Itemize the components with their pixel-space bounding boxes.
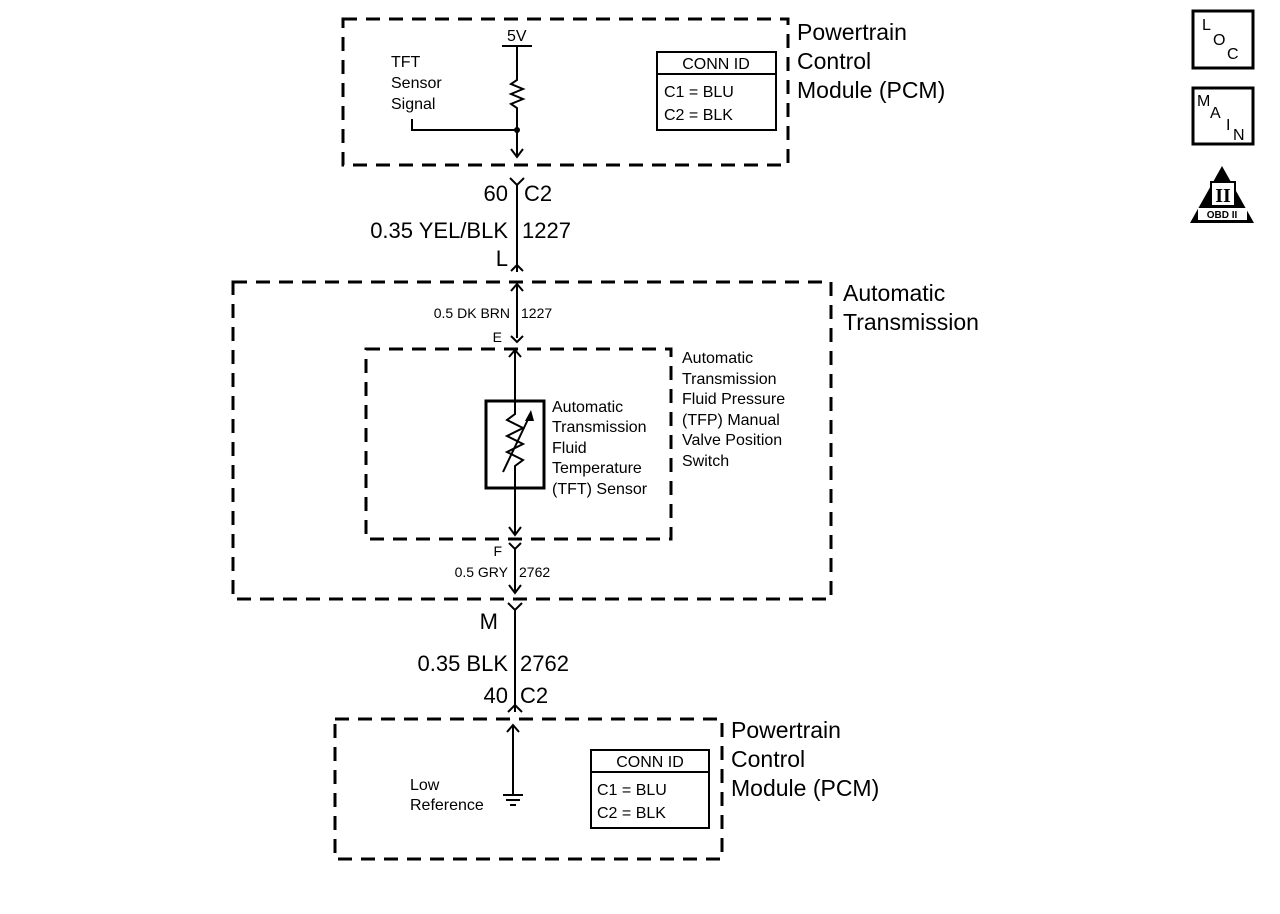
loc-letter: C (1227, 46, 1239, 63)
tft-sensor-label-line1: Automatic (552, 399, 623, 416)
obd-ii-numeral-plate (1210, 181, 1236, 207)
wire-gauge-color-lower: 0.35 BLK (417, 651, 508, 676)
conn-id-row: C2 = BLK (664, 107, 733, 124)
pcm-bottom-conn-id-table: CONN ID C1 = BLU C2 = BLK (590, 749, 710, 829)
tft-signal-label-line1: TFT (391, 54, 421, 71)
pcm-top-boundary (341, 17, 790, 167)
circuit-number-upper: 1227 (522, 218, 571, 243)
case-exit-arrow-icon (508, 584, 522, 595)
wire-gauge-color-upper: 0.35 YEL/BLK (370, 218, 508, 243)
tfp-switch-label-line1: Automatic (682, 350, 753, 367)
pcm-pin-60: 60 (484, 181, 508, 206)
pcm-top-title-line3: Module (PCM) (797, 77, 945, 103)
pullup-resistor-icon (508, 76, 526, 112)
sensor-bottom-arrow-icon (508, 526, 522, 537)
pcm-top-title-line2: Control (797, 48, 871, 74)
upper-harness-wire: 60 C2 0.35 YEL/BLK 1227 L (370, 177, 571, 272)
circuit-number-inner-top: 1227 (521, 305, 552, 321)
terminal-f: F (493, 543, 502, 559)
loc-icon[interactable] (1191, 9, 1255, 70)
transmission-title-line2: Transmission (843, 309, 979, 335)
connector-f-symbol (508, 542, 522, 551)
pcm-bottom-module: Powertrain Control Module (PCM) Low Refe… (333, 717, 879, 861)
pcm-top-output-arrow-icon (510, 148, 524, 159)
tft-signal-label-line3: Signal (391, 96, 435, 113)
wire-gauge-color-inner-bottom: 0.5 GRY (455, 564, 509, 580)
main-letter: M (1197, 93, 1210, 110)
connector-c2-top-symbol (509, 177, 525, 187)
connector-m-symbol (507, 602, 523, 612)
automatic-transmission-assembly: Automatic Transmission 0.5 DK BRN 1227 E… (231, 280, 979, 601)
tft-sensor-label-line5: (TFT) Sensor (552, 481, 648, 498)
main-icon[interactable] (1191, 86, 1255, 146)
thermistor-variable-arrow (502, 412, 532, 473)
pcm-connector-c2: C2 (524, 181, 552, 206)
obd-ii-label-plate (1198, 208, 1247, 220)
conn-id-row: C1 = BLU (664, 84, 734, 101)
pcm-pin-40: 40 (484, 683, 508, 708)
conn-id-row: C1 = BLU (597, 782, 667, 799)
supply-voltage-label: 5V (507, 28, 527, 45)
pcm-bottom-title-line1: Powertrain (731, 717, 841, 743)
tfp-switch-label-line4: (TFP) Manual (682, 412, 780, 429)
low-reference-label-line2: Reference (410, 797, 484, 814)
terminal-l: L (496, 246, 508, 271)
main-letter: I (1226, 117, 1230, 134)
tft-sensor-label-line3: Fluid (552, 440, 587, 457)
tfp-switch-label-line3: Fluid Pressure (682, 391, 785, 408)
obd-ii-numeral: II (1215, 185, 1231, 207)
transmission-title-line1: Automatic (843, 280, 945, 306)
loc-letter: O (1213, 32, 1225, 49)
pcm-bottom-boundary (333, 717, 724, 861)
pcm-connector-c2-lower: C2 (520, 683, 548, 708)
case-entry-arrow-icon (510, 282, 524, 292)
tfp-switch-label-line6: Switch (682, 453, 729, 470)
lower-harness-wire: M 0.35 BLK 2762 40 C2 (417, 602, 569, 713)
obd-ii-label: OBD II (1207, 210, 1238, 221)
pcm-bottom-title-line2: Control (731, 746, 805, 772)
tft-signal-label-line2: Sensor (391, 75, 442, 92)
sensor-top-arrow-icon (508, 348, 522, 358)
pcm-top-title-line1: Powertrain (797, 19, 907, 45)
connector-e-symbol (510, 335, 524, 344)
tfp-switch-label-line5: Valve Position (682, 432, 782, 449)
thermistor-icon (504, 401, 526, 488)
wire-gauge-color-inner-top: 0.5 DK BRN (434, 305, 510, 321)
conn-id-header: CONN ID (616, 754, 684, 771)
tft-signal-wire (411, 119, 517, 131)
pcm-top-module: Powertrain Control Module (PCM) 5V TFT S… (341, 17, 945, 167)
low-reference-label-line1: Low (410, 777, 440, 794)
circuit-number-inner-bottom: 2762 (519, 564, 550, 580)
loc-letter: L (1202, 17, 1211, 34)
pcm-bottom-title-line3: Module (PCM) (731, 775, 879, 801)
terminal-m: M (480, 609, 498, 634)
transmission-boundary (231, 280, 833, 601)
tft-sensor-label-line4: Temperature (552, 460, 642, 477)
tfp-switch-label-line2: Transmission (682, 371, 777, 388)
main-button[interactable]: M A I N (1191, 86, 1255, 146)
connector-c2-bottom-symbol (507, 703, 523, 713)
loc-button[interactable]: L O C (1191, 9, 1255, 70)
low-reference-arrow-icon (506, 723, 520, 733)
obd-ii-button[interactable]: II OBD II (1190, 166, 1254, 223)
thermistor-arrowhead-icon (525, 410, 534, 421)
conn-id-header: CONN ID (682, 56, 750, 73)
main-letter: N (1233, 127, 1245, 144)
terminal-e: E (493, 329, 502, 345)
main-letter: A (1210, 105, 1221, 122)
pcm-top-conn-id-table: CONN ID C1 = BLU C2 = BLK (656, 51, 777, 131)
ground-icon (503, 794, 523, 806)
tft-sensor-label-line2: Transmission (552, 419, 647, 436)
connector-l-symbol (510, 263, 524, 272)
circuit-number-lower: 2762 (520, 651, 569, 676)
conn-id-row: C2 = BLK (597, 805, 666, 822)
tfp-switch-boundary (364, 347, 673, 541)
